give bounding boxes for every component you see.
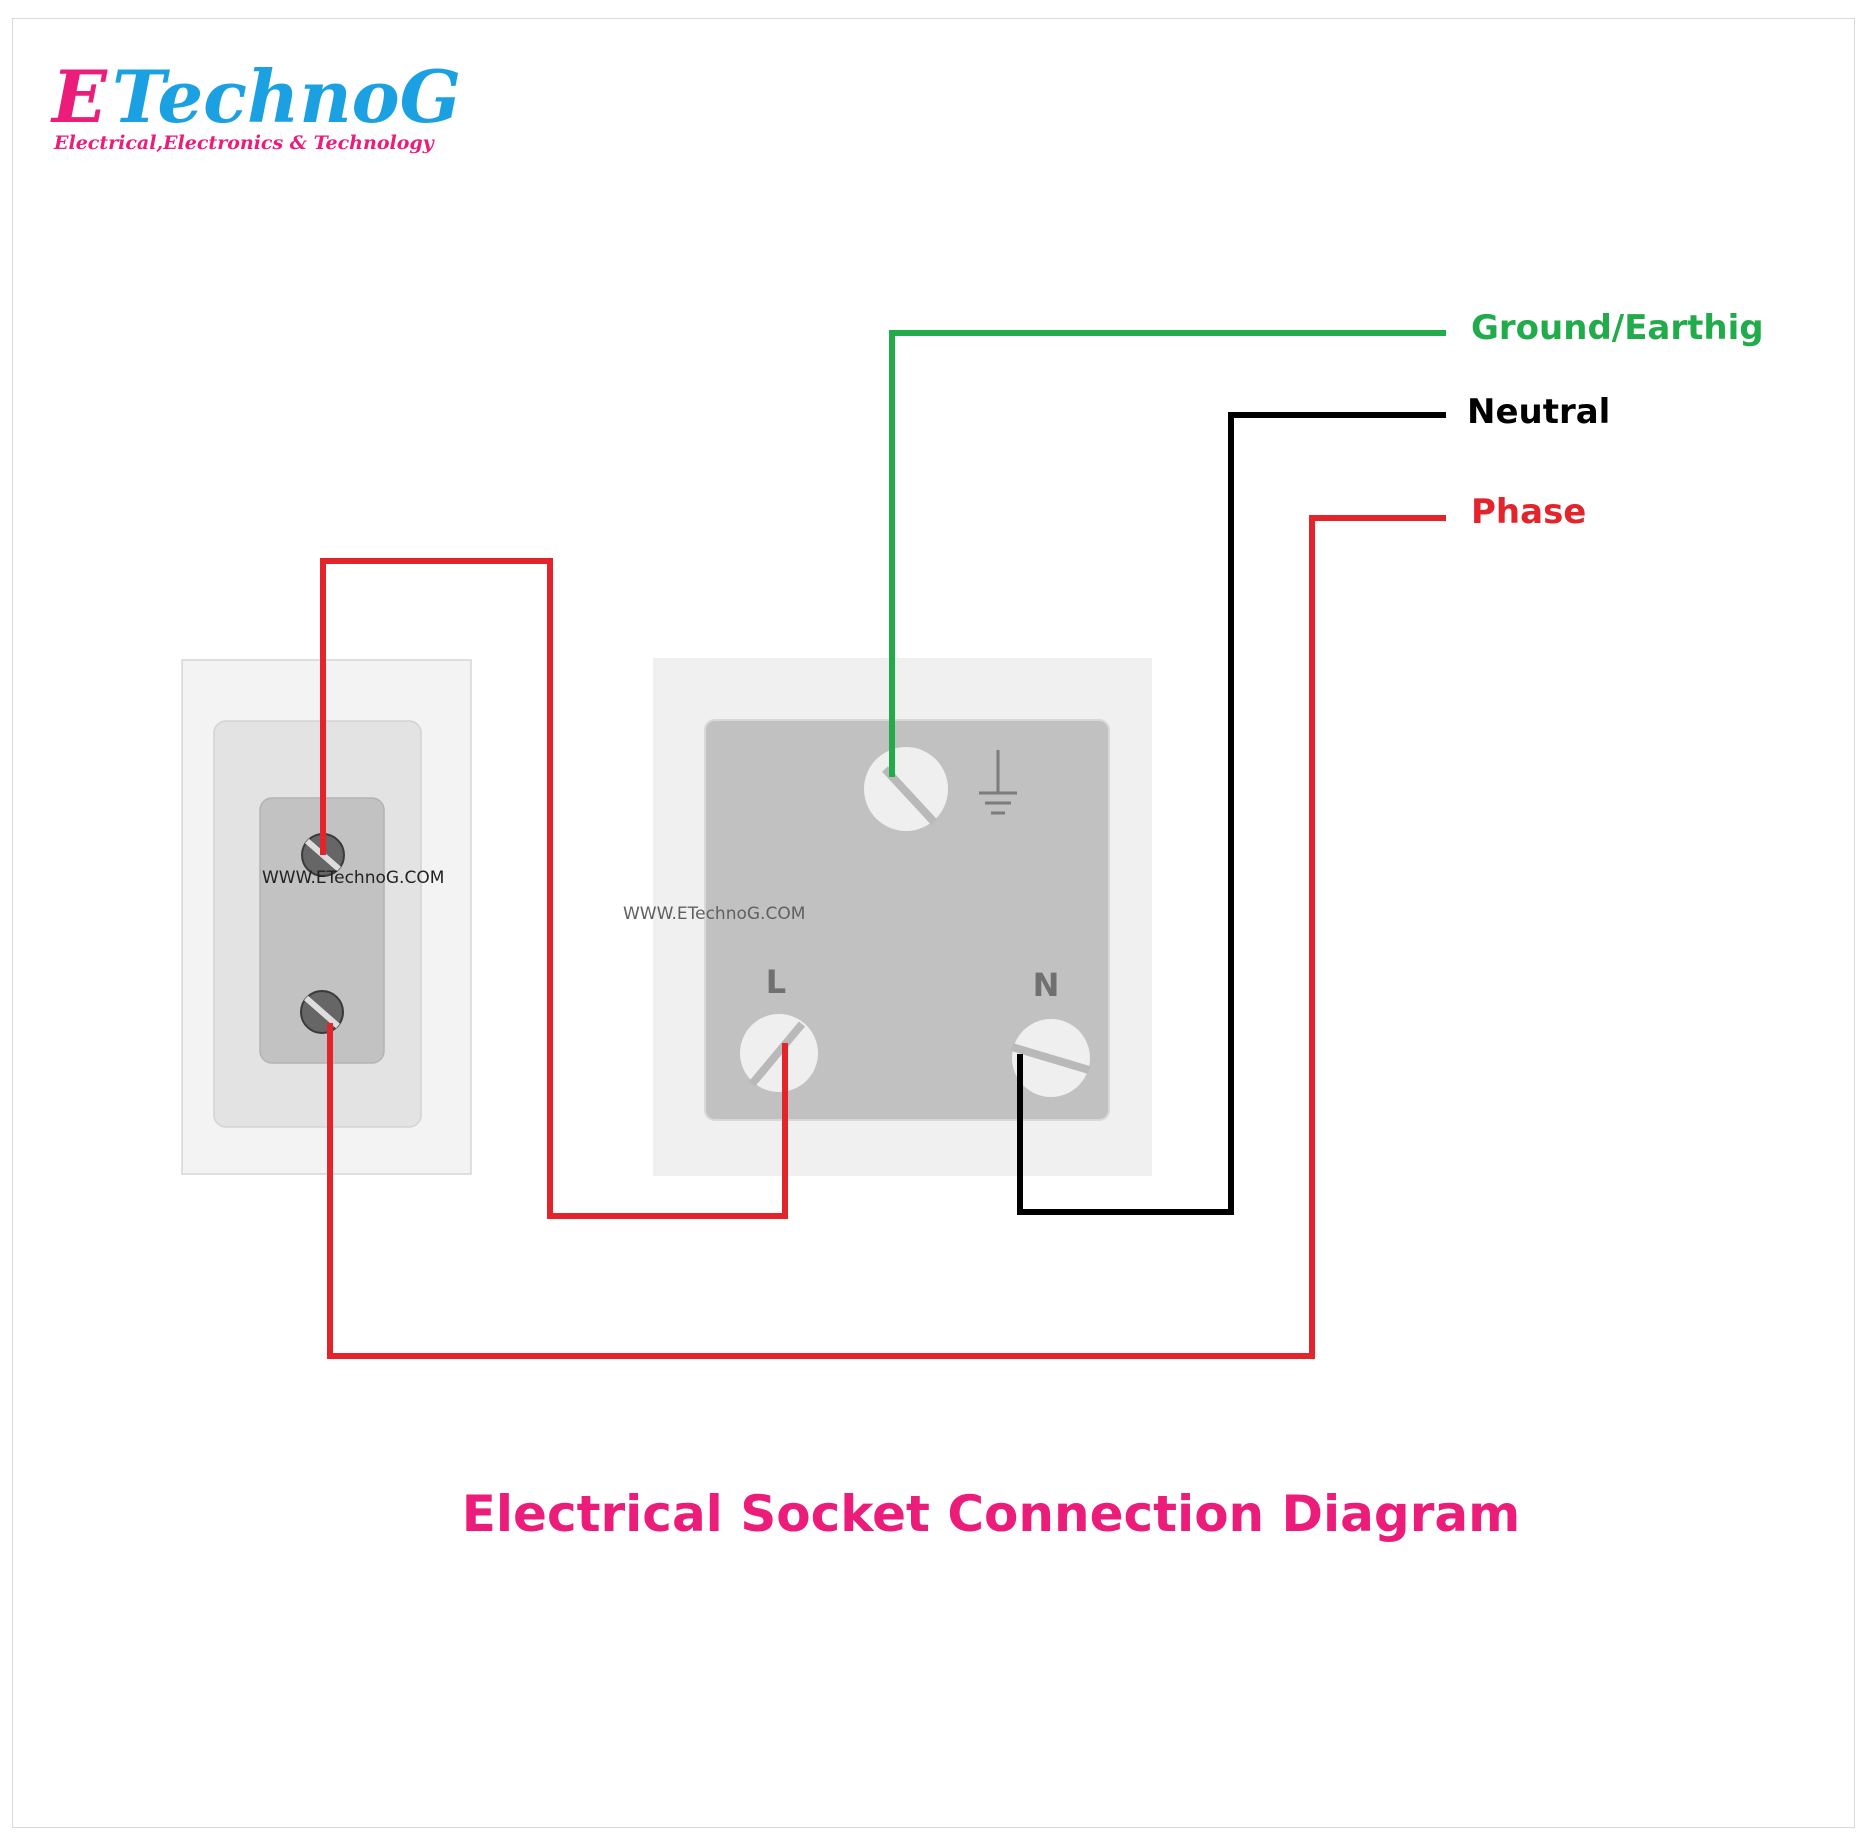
- phase-supply-wire: [327, 515, 1446, 1359]
- wiring: [320, 330, 1446, 1359]
- switch-watermark: WWW.ETechnoG.COM: [262, 868, 444, 888]
- socket-inner-plate: [704, 719, 1110, 1121]
- switch-bottom-screw: [300, 990, 344, 1034]
- earth-ground-symbol-icon: [979, 750, 1017, 815]
- logo-initial: E: [50, 54, 108, 139]
- socket-ground-terminal: [864, 747, 948, 831]
- logo-name: TechnoG: [112, 54, 461, 139]
- socket-watermark: WWW.ETechnoG.COM: [623, 904, 805, 924]
- ground-wire: [889, 330, 1446, 777]
- etechnog-logo: E TechnoG Electrical,Electronics & Techn…: [50, 54, 461, 154]
- diagram-title: Electrical Socket Connection Diagram: [462, 1485, 1520, 1543]
- phase-wire-label: Phase: [1471, 492, 1586, 532]
- socket-live-terminal: [740, 1014, 818, 1092]
- ground-wire-label: Ground/Earthig: [1471, 308, 1764, 348]
- neutral-terminal-label: N: [1033, 966, 1060, 1004]
- switch-plate: [181, 659, 472, 1175]
- switched-live-wire: [320, 558, 788, 1219]
- socket-neutral-terminal: [1010, 1019, 1091, 1097]
- neutral-wire: [1017, 412, 1446, 1215]
- diagram-frame: [12, 18, 1855, 1828]
- neutral-wire-label: Neutral: [1467, 392, 1610, 432]
- socket-plate: L N: [653, 658, 1152, 1176]
- logo-tagline: Electrical,Electronics & Technology: [53, 132, 436, 154]
- live-terminal-label: L: [766, 963, 786, 1001]
